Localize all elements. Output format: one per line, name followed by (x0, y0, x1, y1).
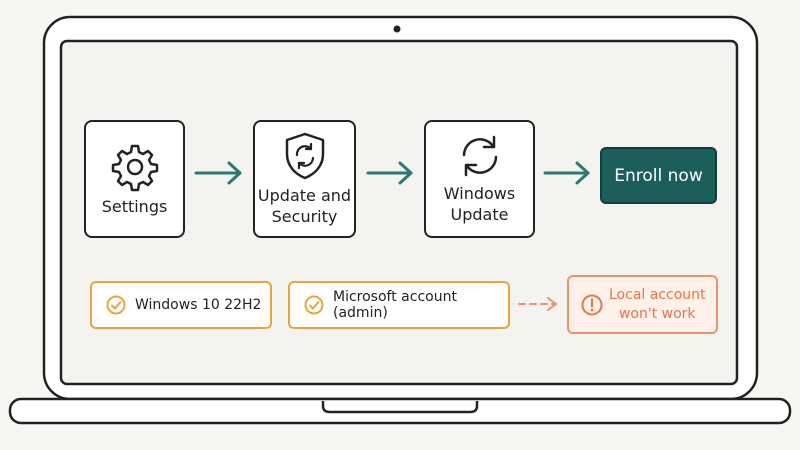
arrow-right-icon (543, 161, 590, 185)
step-label: Settings (101, 196, 168, 216)
warning-line-2: won't work (618, 305, 696, 322)
enroll-now-label: Enroll now (614, 165, 703, 186)
warning-line-1: Local account (609, 286, 706, 303)
refresh-icon (462, 135, 497, 177)
warning-local-account: Local account won't work (567, 275, 718, 334)
step-label-line-1: Update and (257, 186, 352, 205)
check-circle-icon (304, 295, 324, 315)
step-windows-update: Windows Update (424, 120, 535, 238)
step-label-line-2: Security (271, 207, 338, 226)
requirement-microsoft-account: Microsoft account (admin) (288, 281, 510, 329)
trackpad-notch (321, 401, 479, 414)
arrow-right-icon (194, 161, 242, 185)
step-label-line-2: Update (450, 205, 509, 224)
requirement-label: Windows 10 22H2 (135, 297, 262, 313)
requirement-label: Microsoft account (admin) (333, 289, 457, 321)
step-settings: Settings (84, 120, 185, 238)
camera-icon (393, 25, 401, 33)
enroll-now-button[interactable]: Enroll now (600, 147, 717, 204)
dashed-arrow-icon (518, 297, 558, 311)
gear-icon (111, 144, 158, 191)
step-update-and-security: Update and Security (253, 120, 356, 238)
requirement-windows-version: Windows 10 22H2 (90, 281, 272, 329)
exclamation-circle-icon (581, 294, 603, 315)
arrow-right-icon (366, 161, 413, 185)
step-label-line-1: Windows (443, 184, 516, 203)
shield-refresh-icon (285, 132, 324, 180)
check-circle-icon (106, 295, 126, 315)
